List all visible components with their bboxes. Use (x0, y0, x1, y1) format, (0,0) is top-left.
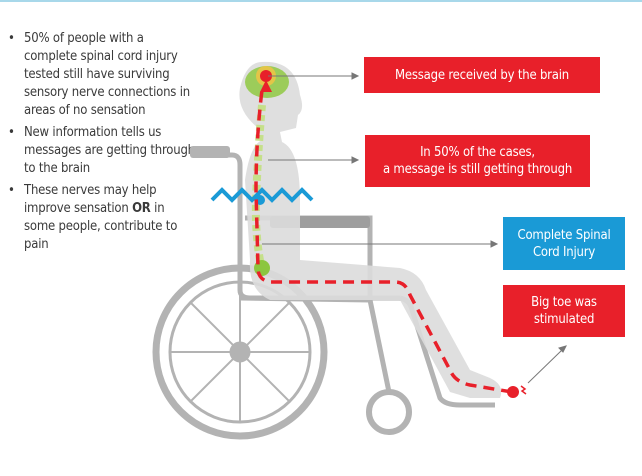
label-text: Message received by the brain (394, 67, 570, 83)
label-text: In 50% of the cases, (420, 145, 535, 160)
spark-icon (520, 385, 527, 395)
small-wheel (366, 389, 412, 435)
brain-message-label: Message received by the brain (364, 57, 600, 93)
bullet-item: 50% of people with a complete spinal cor… (8, 30, 198, 120)
label-text: Cord Injury (532, 244, 596, 260)
bullet-bold-text: OR (132, 201, 151, 216)
bullet-text: These nerves may help improve sensation (24, 183, 157, 216)
top-border (0, 0, 642, 2)
bullet-text: New information tells us messages are ge… (24, 125, 195, 176)
toe-stimulus-point (507, 386, 519, 398)
message-through-label: In 50% of the cases, a message is still g… (365, 135, 590, 187)
label-text: Complete Spinal (517, 227, 611, 243)
toe-stimulated-label: Big toe was stimulated (503, 285, 625, 337)
label-text: stimulated (533, 312, 595, 327)
bullet-list: 50% of people with a complete spinal cor… (8, 30, 198, 258)
signal-arrowhead (260, 80, 272, 92)
bullet-text: 50% of people with a complete spinal cor… (24, 31, 190, 118)
arrow-toe (527, 349, 563, 384)
bullet-item: New information tells us messages are ge… (8, 124, 198, 178)
nerve-signal-path (254, 89, 513, 394)
label-text: a message is still getting through (382, 162, 573, 177)
signal-point (260, 70, 272, 82)
injury-zigzag (210, 187, 314, 203)
bullet-text: in some people, contribute to pain (24, 201, 178, 252)
person-silhouette (239, 61, 502, 398)
label-text: Big toe was (531, 295, 597, 310)
bullet-item: These nerves may help improve sensation … (8, 182, 198, 254)
